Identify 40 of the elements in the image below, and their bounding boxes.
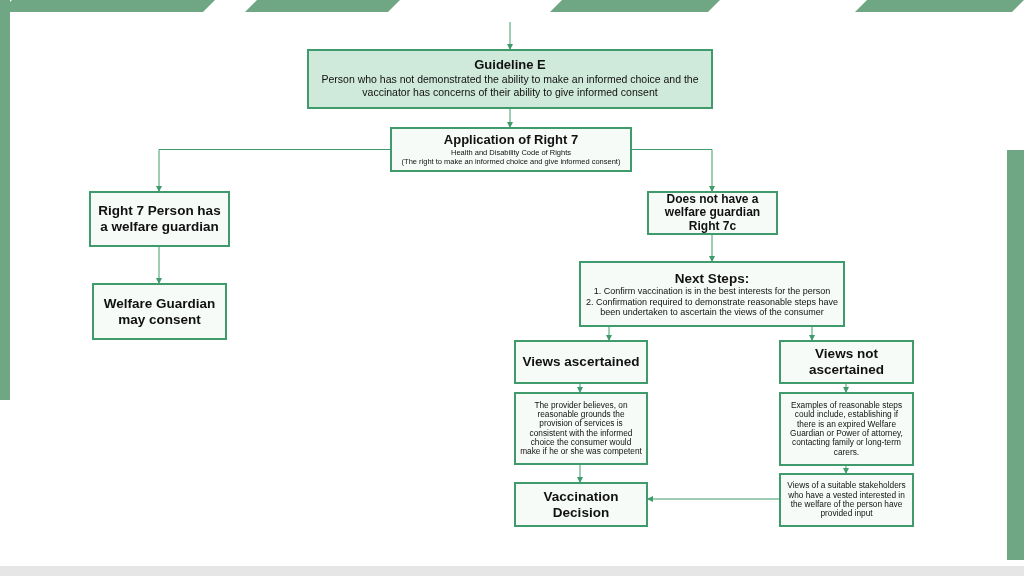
- arrow: [577, 464, 583, 483]
- box-text: Right 7 Person has a welfare guardian: [97, 203, 222, 235]
- heading: Application of Right 7: [443, 133, 579, 148]
- process-box: [579, 261, 845, 327]
- heading: Next Steps:: [674, 270, 750, 287]
- arrow: [577, 383, 583, 393]
- box-text: Vaccination Decision: [542, 489, 620, 520]
- description: Person who has not demonstrated the ability to make an informed choice and the vaccinator has concerns of their ability to give informed consent: [320, 73, 700, 100]
- process-box: [390, 127, 632, 172]
- arrow: [809, 326, 815, 341]
- box-text: The provider believes, on reasonable grounds the provision of services is consistent with the informed choice the consumer would make if he or she was competent: [520, 400, 642, 457]
- box-text: Views ascertained: [522, 354, 640, 370]
- box-text: Views not ascertained: [807, 346, 885, 378]
- arrow: [507, 108, 513, 128]
- box-text: Welfare Guardian may consent: [102, 296, 217, 327]
- arrow: [631, 149, 715, 192]
- arrow: [507, 21, 513, 50]
- arrow: [709, 234, 715, 262]
- arrow: [843, 383, 849, 393]
- arrow: [606, 326, 612, 341]
- arrow: [156, 246, 162, 284]
- list-item: 1. Confirm vaccination is in the best interests for the person: [593, 286, 831, 297]
- process-box: [514, 482, 648, 527]
- box-text: Examples of reasonable steps could include, establishing if there is an expired Welfare Guardian or Power of attorney, contacting family or long-term carers.: [789, 401, 904, 457]
- process-box: [647, 191, 778, 235]
- process-box: [307, 49, 713, 109]
- process-box: [514, 392, 648, 465]
- process-box: [514, 340, 648, 384]
- box-text: Does not have a welfare guardian Right 7c: [663, 193, 762, 233]
- list-item: 2. Confirmation required to demonstrate reasonable steps have been undertaken to ascertain the views of the consumer: [585, 296, 839, 318]
- process-box: [89, 191, 230, 247]
- process-box: [92, 283, 227, 340]
- process-box: [779, 340, 914, 384]
- process-box: [779, 473, 914, 527]
- process-box: [779, 392, 914, 466]
- heading: Guideline E: [474, 58, 546, 74]
- arrow: [843, 465, 849, 474]
- arrow: [647, 496, 780, 502]
- arrow: [156, 149, 391, 192]
- box-text: Views of a suitable stakeholders who have a vested interested in the welfare of the person have provided input: [786, 481, 907, 519]
